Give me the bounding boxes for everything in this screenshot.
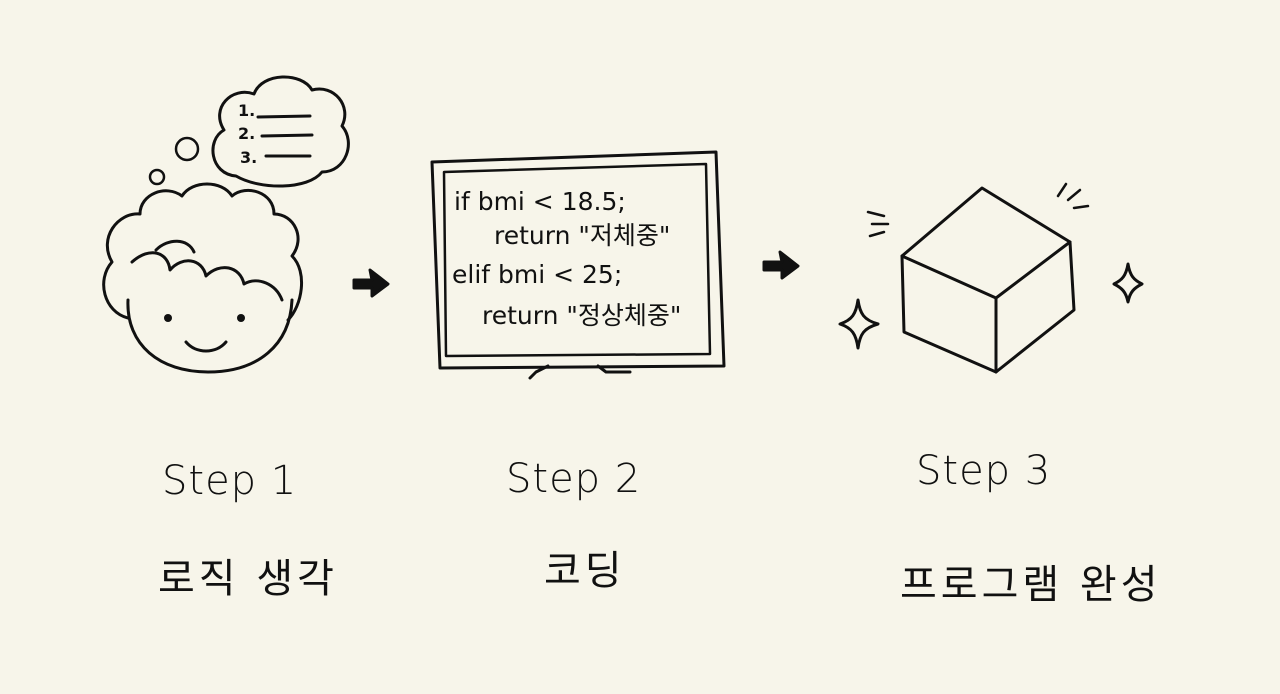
code-line-3: elif bmi < 25; — [452, 260, 622, 289]
step-2-label: Step 2 — [506, 456, 642, 502]
thought-item-3: 3. — [240, 148, 257, 167]
thought-bubble-icon — [148, 75, 350, 188]
thought-item-2: 2. — [238, 124, 255, 143]
step-2-description: 코딩 — [544, 548, 626, 594]
arrow-icon — [352, 268, 390, 298]
code-line-4: return "정상체중" — [482, 301, 681, 330]
sparkle-icon — [838, 298, 880, 350]
monitor-icon — [430, 150, 726, 380]
code-block: if bmi < 18.5; return "저체중" elif bmi < 2… — [452, 187, 681, 330]
code-line-2: return "저체중" — [494, 221, 670, 250]
motion-lines — [866, 182, 1090, 238]
step-3-label: Step 3 — [916, 448, 1052, 494]
step-1-description: 로직 생각 — [158, 556, 338, 602]
sparkle-icon — [1112, 262, 1144, 304]
thinking-face-icon — [102, 182, 304, 374]
step-3-description: 프로그램 완성 — [900, 562, 1162, 608]
step-1-label: Step 1 — [162, 458, 298, 504]
box-icon — [900, 186, 1076, 374]
thought-list: 1. 2. 3. — [238, 101, 314, 167]
code-line-1: if bmi < 18.5; — [454, 187, 626, 216]
thought-item-1: 1. — [238, 101, 255, 120]
arrow-icon — [762, 250, 800, 280]
